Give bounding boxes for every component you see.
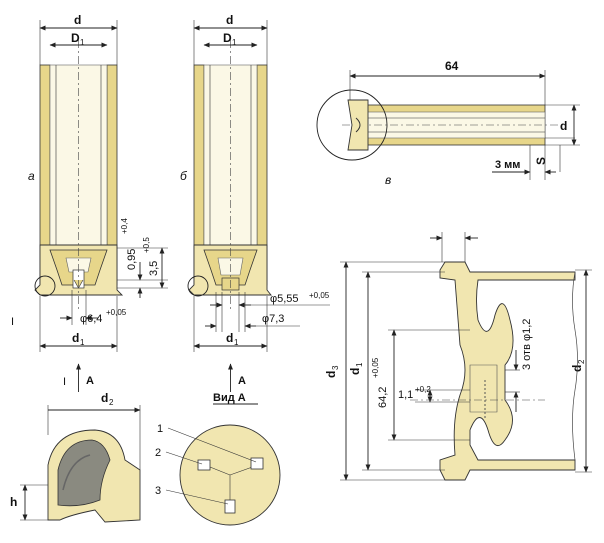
view-a: I d D 1 а 0,95 +0,4 3,5 +0,5 φ6,4 +0,05 … [11, 13, 168, 392]
svg-text:3: 3 [331, 365, 340, 370]
section-right: d 3 d 1 64,2 +0,05 1,1 +0,2 3 отв φ1,2 d… [324, 232, 592, 481]
callout-1: 1 [157, 423, 163, 435]
view-b-dim-d1: d [226, 331, 233, 345]
svg-text:1: 1 [355, 362, 364, 367]
svg-text:+0,2: +0,2 [415, 385, 431, 394]
view-a-dim-d: d [74, 13, 81, 27]
svg-text:2: 2 [109, 398, 114, 407]
view-v-dim-d: d [560, 119, 567, 133]
view-b-label: б [180, 169, 188, 183]
view-v-detail-circle [316, 89, 388, 161]
section-right-dim-642: 64,2 [377, 387, 389, 408]
section-mark-I: I [11, 316, 14, 328]
view-b-dim-73: φ7,3 [262, 313, 284, 325]
svg-text:+0,05: +0,05 [371, 357, 380, 378]
svg-text:1: 1 [80, 38, 85, 47]
view-v-dim-3mm: 3 мм [495, 159, 520, 171]
detail-I: d 2 h [10, 391, 141, 523]
svg-text:А: А [238, 375, 246, 387]
hole-2 [197, 459, 211, 471]
view-a-label: а [28, 169, 35, 183]
view-v-label: в [385, 173, 391, 187]
view-a-dim-35: 3,5 [148, 261, 160, 276]
view-b-caption: Вид А [213, 392, 246, 404]
view-v: 64 d 3 мм S в [316, 59, 580, 187]
view-a-detail-circle [34, 275, 56, 297]
view-a-dim-64: φ6,4 [80, 313, 102, 325]
section-right-dim-d3: d [324, 371, 338, 378]
view-b-dim-555: φ5,55 [270, 293, 299, 305]
section-right-dim-holes: 3 отв φ1,2 [521, 319, 533, 370]
view-v-dim-S: S [534, 157, 548, 165]
svg-text:1: 1 [80, 338, 85, 347]
view-A-detail: 1 2 3 [155, 423, 281, 526]
svg-text:2: 2 [577, 359, 586, 364]
view-a-dim-d1: d [72, 331, 79, 345]
callout-3: 3 [155, 485, 161, 497]
view-a-dim-D1: D [71, 31, 80, 45]
view-b: d D 1 б φ5,55 +0,05 φ7,3 d 1 А Вид А [180, 13, 330, 405]
svg-text:1: 1 [232, 38, 237, 47]
svg-text:+0,4: +0,4 [120, 218, 129, 234]
view-b-dim-d: d [226, 13, 233, 27]
section-right-profile [439, 261, 576, 481]
svg-text:I: I [63, 376, 66, 388]
svg-text:+0,5: +0,5 [142, 237, 151, 253]
svg-text:1: 1 [234, 338, 239, 347]
callout-2: 2 [155, 447, 161, 459]
detail-I-dim-h: h [10, 495, 17, 509]
section-right-dim-11: 1,1 [398, 389, 413, 401]
view-a-arrow-label: А [86, 375, 94, 387]
hole-3 [224, 499, 236, 514]
hole-1 [250, 457, 264, 470]
svg-text:+0,05: +0,05 [106, 308, 127, 317]
view-v-dim-64: 64 [445, 59, 459, 73]
section-right-dim-d1: d [348, 368, 362, 375]
detail-I-dim-d2: d [101, 391, 108, 405]
view-b-dim-D1: D [223, 31, 232, 45]
svg-text:+0,05: +0,05 [309, 291, 330, 300]
view-a-dim-095: 0,95 [126, 249, 138, 270]
